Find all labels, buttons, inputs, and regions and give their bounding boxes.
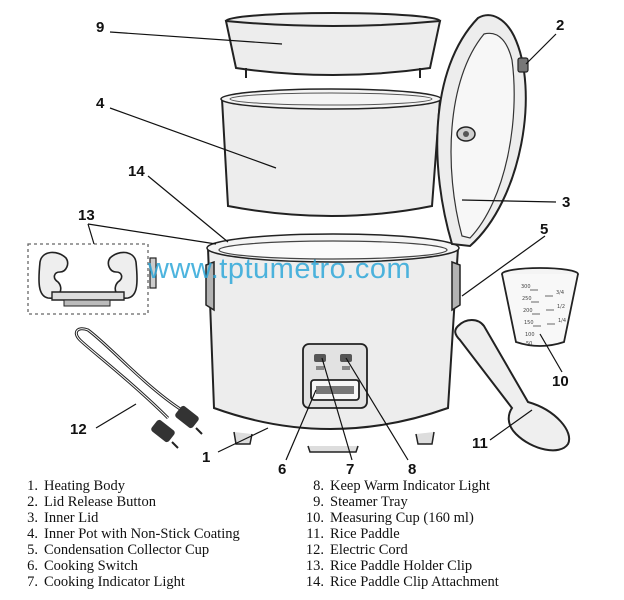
watermark: www.tptumetro.com	[147, 253, 411, 285]
cup-mark-250: 250	[522, 296, 532, 302]
cup-mark-200: 200	[523, 308, 533, 314]
legend-item: 9.Steamer Tray	[304, 494, 499, 510]
legend-item: 13.Rice Paddle Holder Clip	[304, 558, 499, 574]
legend-item: 14.Rice Paddle Clip Attachment	[304, 574, 499, 590]
legend-item: 7.Cooking Indicator Light	[18, 574, 240, 590]
callout-2: 2	[556, 17, 564, 34]
legend-item: 6.Cooking Switch	[18, 558, 240, 574]
callout-3: 3	[562, 194, 570, 211]
legend-item: 1.Heating Body	[18, 478, 240, 494]
callout-14: 14	[128, 163, 145, 180]
legend-item: 4.Inner Pot with Non-Stick Coating	[18, 526, 240, 542]
callout-13: 13	[78, 207, 95, 224]
callout-5: 5	[540, 221, 548, 238]
callout-6: 6	[278, 461, 286, 478]
parts-legend: 1.Heating Body 2.Lid Release Button 3.In…	[0, 478, 624, 596]
legend-item: 12.Electric Cord	[304, 542, 499, 558]
cup-mark-half: 1/2	[557, 304, 565, 310]
cup-mark-three-quarter: 3/4	[556, 290, 564, 296]
legend-left-column: 1.Heating Body 2.Lid Release Button 3.In…	[18, 478, 240, 590]
cup-mark-300: 300	[521, 284, 531, 290]
rice-paddle-holder-clip	[28, 244, 156, 314]
steamer-tray	[226, 13, 440, 78]
legend-item: 2.Lid Release Button	[18, 494, 240, 510]
callout-7: 7	[346, 461, 354, 478]
cup-mark-quarter: 1/4	[558, 318, 566, 324]
cooking-indicator-light-lens	[314, 354, 326, 362]
cup-mark-100: 100	[525, 332, 535, 338]
callout-12: 12	[70, 421, 87, 438]
callout-4: 4	[96, 95, 105, 112]
cup-mark-50: 50	[526, 341, 532, 347]
lid-release-button-shape	[518, 58, 528, 72]
callout-9: 9	[96, 19, 104, 36]
lid	[437, 15, 528, 246]
legend-item: 5.Condensation Collector Cup	[18, 542, 240, 558]
callout-11: 11	[472, 435, 488, 452]
callout-10: 10	[552, 373, 569, 390]
legend-item: 10.Measuring Cup (160 ml)	[304, 510, 499, 526]
exploded-view: 300 250 200 150 100 50 3/4 1/2 1/4	[0, 0, 624, 478]
legend-item: 3.Inner Lid	[18, 510, 240, 526]
legend-item: 8.Keep Warm Indicator Light	[304, 478, 499, 494]
inner-pot	[221, 89, 441, 216]
legend-item: 11.Rice Paddle	[304, 526, 499, 542]
electric-cord	[76, 329, 202, 448]
callout-8: 8	[408, 461, 416, 478]
cup-mark-150: 150	[524, 320, 534, 326]
legend-right-column: 8.Keep Warm Indicator Light 9.Steamer Tr…	[304, 478, 499, 590]
callout-1: 1	[202, 449, 210, 466]
